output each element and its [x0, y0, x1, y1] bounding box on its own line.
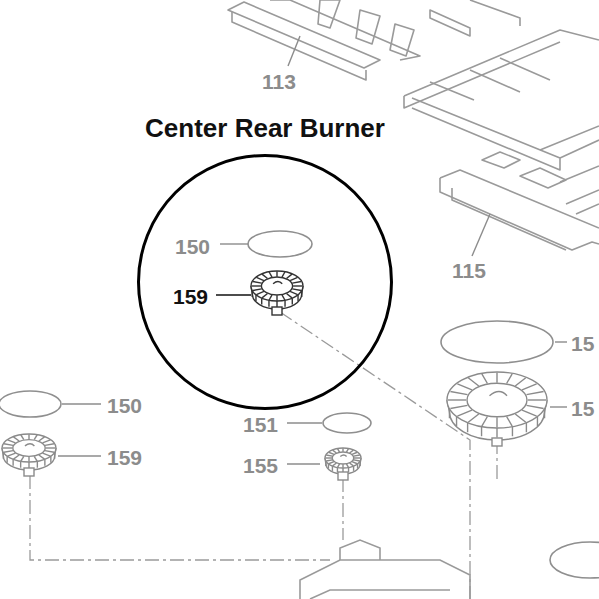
callout-number: 159 [173, 286, 208, 307]
callout-number: 155 [243, 455, 278, 476]
callout-number: 150 [175, 236, 210, 257]
callout-number: 15 [571, 333, 594, 354]
callout-number: 15 [571, 398, 594, 419]
callout-number: 115 [452, 260, 486, 281]
callout-number: 113 [262, 71, 296, 92]
callout-number: 159 [107, 447, 142, 468]
callout-circle: Center Rear Burner [137, 154, 393, 410]
callout-heading: Center Rear Burner [145, 113, 385, 144]
callout-number: 151 [243, 414, 278, 435]
callout-number: 150 [107, 395, 142, 416]
